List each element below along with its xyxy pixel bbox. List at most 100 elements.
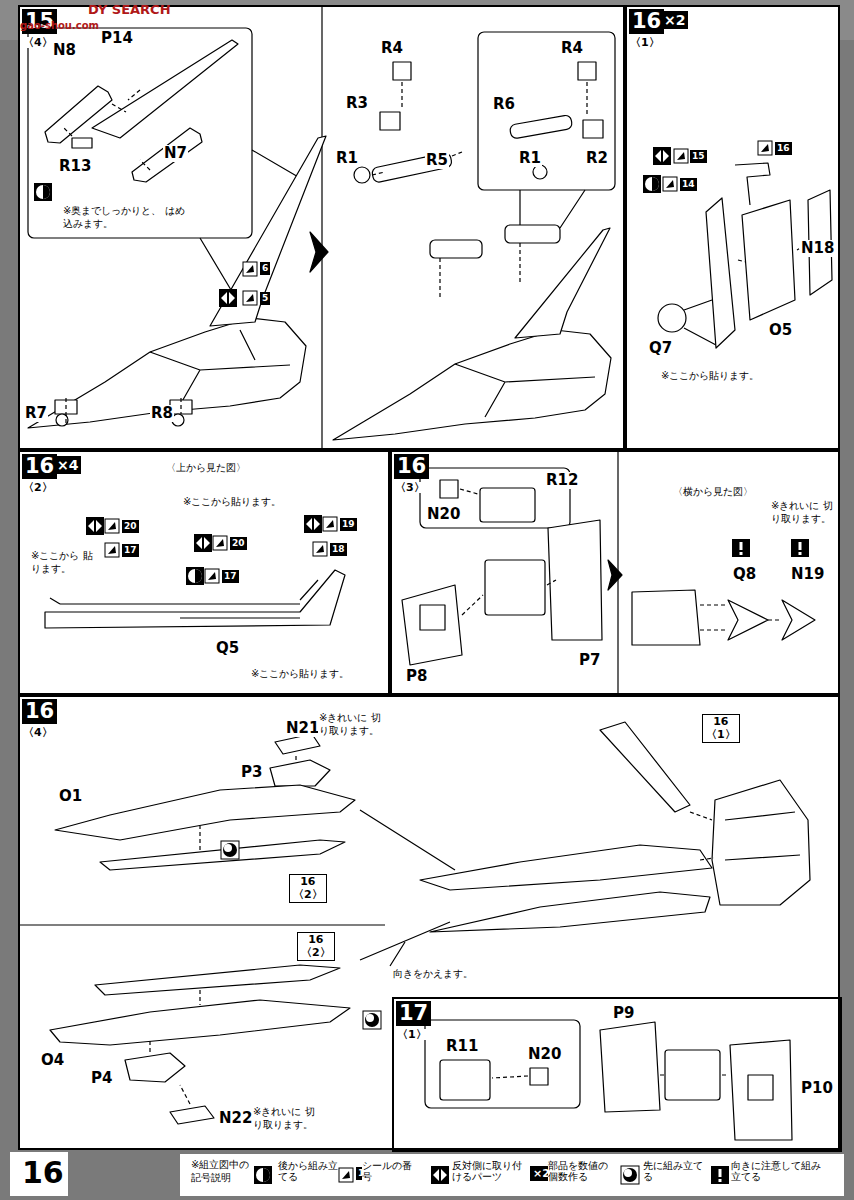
sticker-number: 20 [122, 520, 139, 533]
part-drawing [380, 112, 400, 130]
part-number: R1 [335, 150, 359, 167]
symbol-icons [791, 539, 809, 557]
part-drawing [425, 1020, 580, 1108]
sub-step: 〈1〉 [397, 1029, 427, 1040]
part-drawing [515, 228, 610, 338]
part-number: N20 [527, 1046, 562, 1063]
part-number: N22 [218, 1110, 253, 1127]
part-drawing [420, 605, 445, 630]
part-drawing [354, 167, 370, 183]
part-number: R12 [545, 472, 579, 489]
symbol-icons [323, 517, 337, 531]
part-drawing [608, 560, 622, 590]
part-drawing [725, 812, 800, 860]
sub-step: 〈3〉 [395, 482, 425, 493]
part-number: O5 [768, 322, 793, 339]
symbol-icons [34, 183, 52, 201]
part-drawing [712, 780, 810, 905]
part-drawing [440, 243, 520, 300]
symbol-icons [86, 517, 104, 535]
step-number: 16 [394, 454, 429, 479]
sub-step: 〈2〉 [23, 482, 53, 493]
part-drawing [360, 810, 455, 966]
part-drawing [455, 364, 595, 417]
part-number: R7 [24, 405, 48, 422]
legend-text: シールの番号 [362, 1160, 418, 1183]
part-drawing [660, 1074, 728, 1075]
symbol-icons [34, 141, 809, 1184]
sticker-number: 17 [122, 544, 139, 557]
reference-box: 16 〈2〉 [289, 874, 327, 903]
part-number: O1 [58, 788, 83, 805]
part-number: N8 [52, 42, 77, 59]
part-drawing [92, 40, 238, 138]
legend-text: 先に組み立てる [643, 1160, 705, 1183]
symbol-icons [339, 1168, 353, 1182]
part-drawing [478, 32, 615, 190]
part-drawing [460, 489, 478, 494]
part-drawing [782, 600, 815, 640]
reference-label: 16 〈2〉 [301, 934, 331, 959]
part-drawing [170, 1106, 214, 1124]
note-text: 〈上から見た図〉 [165, 462, 247, 475]
part-drawing [393, 62, 411, 80]
part-number: R1 [518, 150, 542, 167]
symbol-icons [304, 515, 322, 533]
part-number: Q7 [648, 340, 673, 357]
symbol-icons [431, 1166, 449, 1184]
part-drawing [462, 580, 556, 615]
part-drawing [742, 200, 795, 320]
part-drawing [55, 785, 355, 840]
part-drawing [485, 560, 545, 615]
part-drawing [150, 330, 290, 405]
part-number: P14 [100, 30, 134, 47]
part-drawing [578, 62, 596, 80]
part-drawing [440, 1060, 490, 1100]
note-text: ※ここから貼ります。 [250, 668, 350, 681]
sub-step: 〈4〉 [23, 37, 53, 48]
symbol-icons [254, 1166, 272, 1184]
part-drawing [738, 245, 805, 262]
symbol-icons [243, 291, 257, 305]
part-number: N19 [790, 566, 825, 583]
part-drawing [583, 120, 603, 138]
part-number: N7 [163, 145, 188, 162]
part-number: P7 [578, 652, 601, 669]
reference-label: 16 〈1〉 [706, 716, 736, 741]
part-number: R6 [492, 96, 516, 113]
part-drawing [420, 845, 712, 890]
reference-label: 16 〈2〉 [293, 876, 323, 901]
part-number: R4 [560, 40, 584, 57]
part-number: R2 [585, 150, 609, 167]
sub-step: 〈1〉 [630, 37, 660, 48]
watermark: DY SEARCH [88, 3, 171, 18]
page-number: 16 [22, 1158, 64, 1188]
note-text: 向きをかえます。 [392, 968, 474, 981]
part-drawing [66, 398, 181, 424]
part-drawing [199, 826, 200, 850]
part-drawing [60, 604, 300, 618]
sticker-number: 15 [690, 150, 707, 163]
part-drawing [505, 225, 560, 243]
part-drawing [333, 228, 611, 440]
part-drawing [690, 812, 714, 860]
part-number: P4 [90, 1070, 113, 1087]
page-ground [180, 1154, 844, 1196]
part-number: R8 [150, 405, 174, 422]
part-drawing [402, 585, 462, 665]
part-number: R11 [445, 1038, 479, 1055]
part-drawing [45, 86, 112, 143]
part-drawing [18, 5, 832, 1140]
part-drawing [199, 990, 200, 1005]
part-drawing [665, 1050, 720, 1100]
symbol-icons [643, 175, 661, 193]
part-number: R4 [380, 40, 404, 57]
step-number: 16 [22, 699, 57, 724]
symbol-icons [663, 177, 677, 191]
reference-box: 16 〈1〉 [702, 714, 740, 743]
part-drawing [50, 1000, 350, 1045]
part-number: P8 [405, 668, 428, 685]
part-drawing [321, 5, 322, 450]
